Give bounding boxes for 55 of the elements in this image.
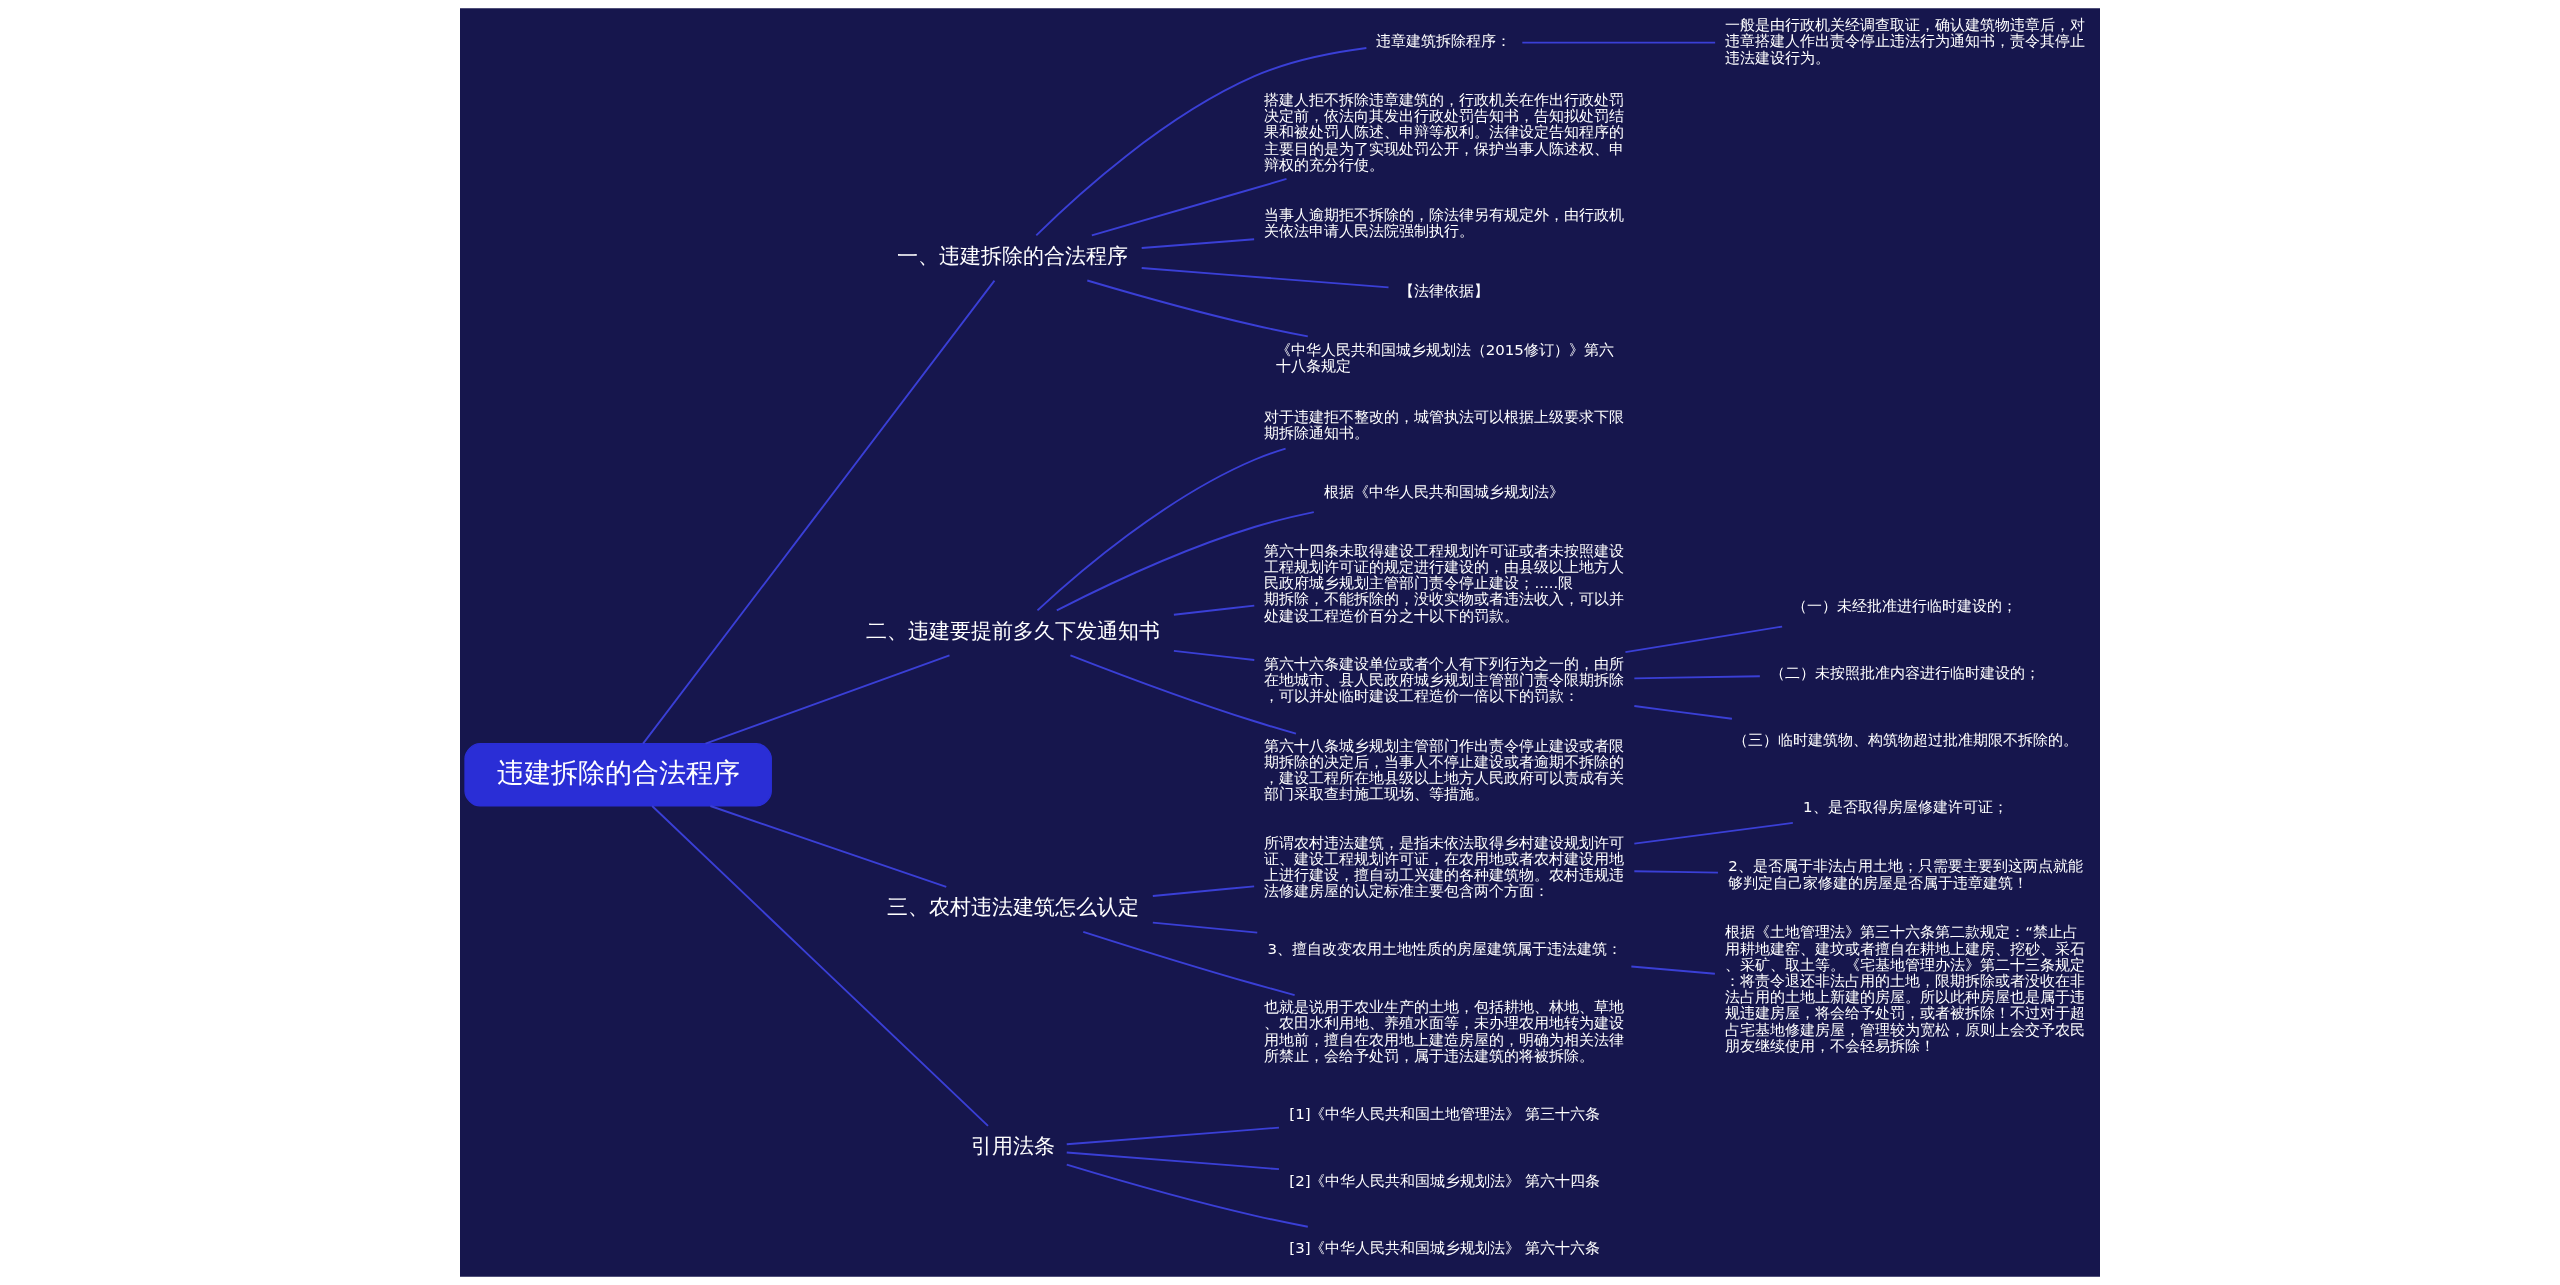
node-text: 当事人逾期拒不拆除的，除法律另有规定外，由行政机关依法申请人民法院强制执行。: [1264, 206, 1625, 241]
node-text: 搭建人拒不拆除违章建筑的，行政机关在作出行政处罚决定前，依法向其发出行政处罚告知书，告知拟处罚结果和被处罚人陈述、申辩等权利。法律设定告知程序的主要目的是为了实现处罚公开，保护当事人陈述权、申辩权的充分行使。: [1264, 90, 1625, 174]
connector: [1151, 885, 1256, 897]
connector: [1633, 675, 1761, 680]
connector: [1633, 821, 1794, 845]
node-text: 根据《土地管理法》第三十六条第二款规定：“禁止占用耕地建窑、建坟或者擅自在耕地上建房、挖砂、采石、采矿、取土等。《宅基地管理办法》第二十三条规定：将责令退还非法占用的土地，限期拆除或者没收在非法占用的土地上新建的房屋。所以此种房屋也是属于违规违建房屋，将会给予处罚，或者被拆除！不过对于超占宅基地修建房屋，管理较为宽松，原则上会交予农民朋友继续使用，不会轻易拆除！: [1725, 923, 2086, 1055]
node-text: 二、违建要提前多久下发通知书: [865, 617, 1160, 643]
connector: [651, 805, 989, 1127]
connector: [1055, 511, 1315, 612]
node-text: 一般是由行政机关经调查取证，确认建筑物违章后，对违章搭建人作出责令停止违法行为通知书，责令其停止违法建设行为。: [1725, 16, 2086, 67]
connector: [1065, 1126, 1280, 1146]
connector: [709, 805, 948, 888]
node-text: 第六十六条建设单位或者个人有下列行为之一的，由所在地城市、县人民政府城乡规划主管部门责令限期拆除，可以并处临时建设工程造价一倍以下的罚款：: [1264, 655, 1625, 706]
connector: [1065, 1151, 1280, 1171]
connector: [1082, 930, 1296, 997]
node-text: 1、是否取得房屋修建许可证；: [1803, 798, 2008, 817]
node-text: 所谓农村违法建筑，是指未依法取得乡村建设规划许可证、建设工程规划许可证，在农用地或者农村建设用地上进行建设，擅自动工兴建的各种建筑物。农村违规违法修建房屋的认定标准主要包含两个方面：: [1264, 833, 1625, 901]
connector: [1090, 178, 1288, 237]
node-text: 引用法条: [970, 1133, 1055, 1159]
connector: [1151, 921, 1259, 934]
connector: [1140, 238, 1256, 249]
node-text: （一）未经批准进行临时建设的；: [1792, 596, 2018, 615]
connector: [1633, 705, 1733, 720]
connector: [1633, 870, 1719, 874]
node-text: （二）未按照批准内容进行临时建设的；: [1770, 663, 2041, 682]
connector: [1172, 650, 1256, 661]
connector: [704, 654, 951, 745]
node-text: 【法律依据】: [1398, 281, 1489, 300]
connector: [1172, 604, 1256, 616]
connector: [1521, 41, 1717, 44]
node-text: 根据《中华人民共和国城乡规划法》: [1324, 483, 1565, 502]
connector: [1065, 1163, 1309, 1228]
node-box: 违建拆除的合法程序: [464, 743, 772, 807]
connector: [1624, 625, 1784, 654]
node-text: [2]《中华人民共和国城乡规划法》 第六十四条: [1289, 1171, 1601, 1190]
node-text: 《中华人民共和国城乡规划法（2015修订）》第六十八条规定: [1275, 340, 1614, 375]
node-text: 3、擅自改变农用土地性质的房屋建筑属于违法建筑：: [1267, 940, 1623, 959]
connector: [1035, 47, 1368, 237]
node-text: 三、农村违法建筑怎么认定: [886, 894, 1139, 920]
node-text: 第六十八条城乡规划主管部门作出责令停止建设或者限期拆除的决定后，当事人不停止建设或者逾期不拆除的，建设工程所在地县级以上地方人民政府可以责成有关部门采取查封施工现场、等措施。: [1264, 736, 1625, 804]
node-text: 违章建筑拆除程序：: [1376, 32, 1512, 51]
connector: [642, 279, 996, 745]
node-text: （三）临时建筑物、构筑物超过批准期限不拆除的。: [1732, 731, 2078, 750]
node-text: [3]《中华人民共和国城乡规划法》 第六十六条: [1289, 1239, 1601, 1258]
node-text: 也就是说用于农业生产的土地，包括耕地、林地、草地、农田水利用地、养殖水面等，未办理农用地转为建设用地前，擅自在农用地上建造房屋的，明确为相关法律所禁止，会给予处罚，属于违法建筑的将被拆除。: [1264, 998, 1625, 1065]
connector: [1086, 279, 1309, 338]
connector: [1140, 267, 1390, 289]
connector: [1069, 654, 1297, 735]
node-text: 第六十四条未取得建设工程规划许可证或者未按照建设工程规划许可证的规定进行建设的，由县级以上地方人民政府城乡规划主管部门责令停止建设；.....限期拆除，不能拆除的，没收实物或者违法收入，可以并处建设工程造价百分之十以下的罚款。: [1264, 541, 1625, 625]
connector: [1036, 447, 1287, 612]
node-text: 一、违建拆除的合法程序: [897, 243, 1129, 269]
connector: [1630, 965, 1716, 975]
node-text: 2、是否属于非法占用土地；只需要主要到这两点就能够判定自己家修建的房屋是否属于违章建筑！: [1728, 857, 2083, 892]
node-text: 对于违建拒不整改的，城管执法可以根据上级要求下限期拆除通知书。: [1264, 407, 1625, 443]
node-text: [1]《中华人民共和国土地管理法》 第三十六条: [1289, 1104, 1601, 1123]
